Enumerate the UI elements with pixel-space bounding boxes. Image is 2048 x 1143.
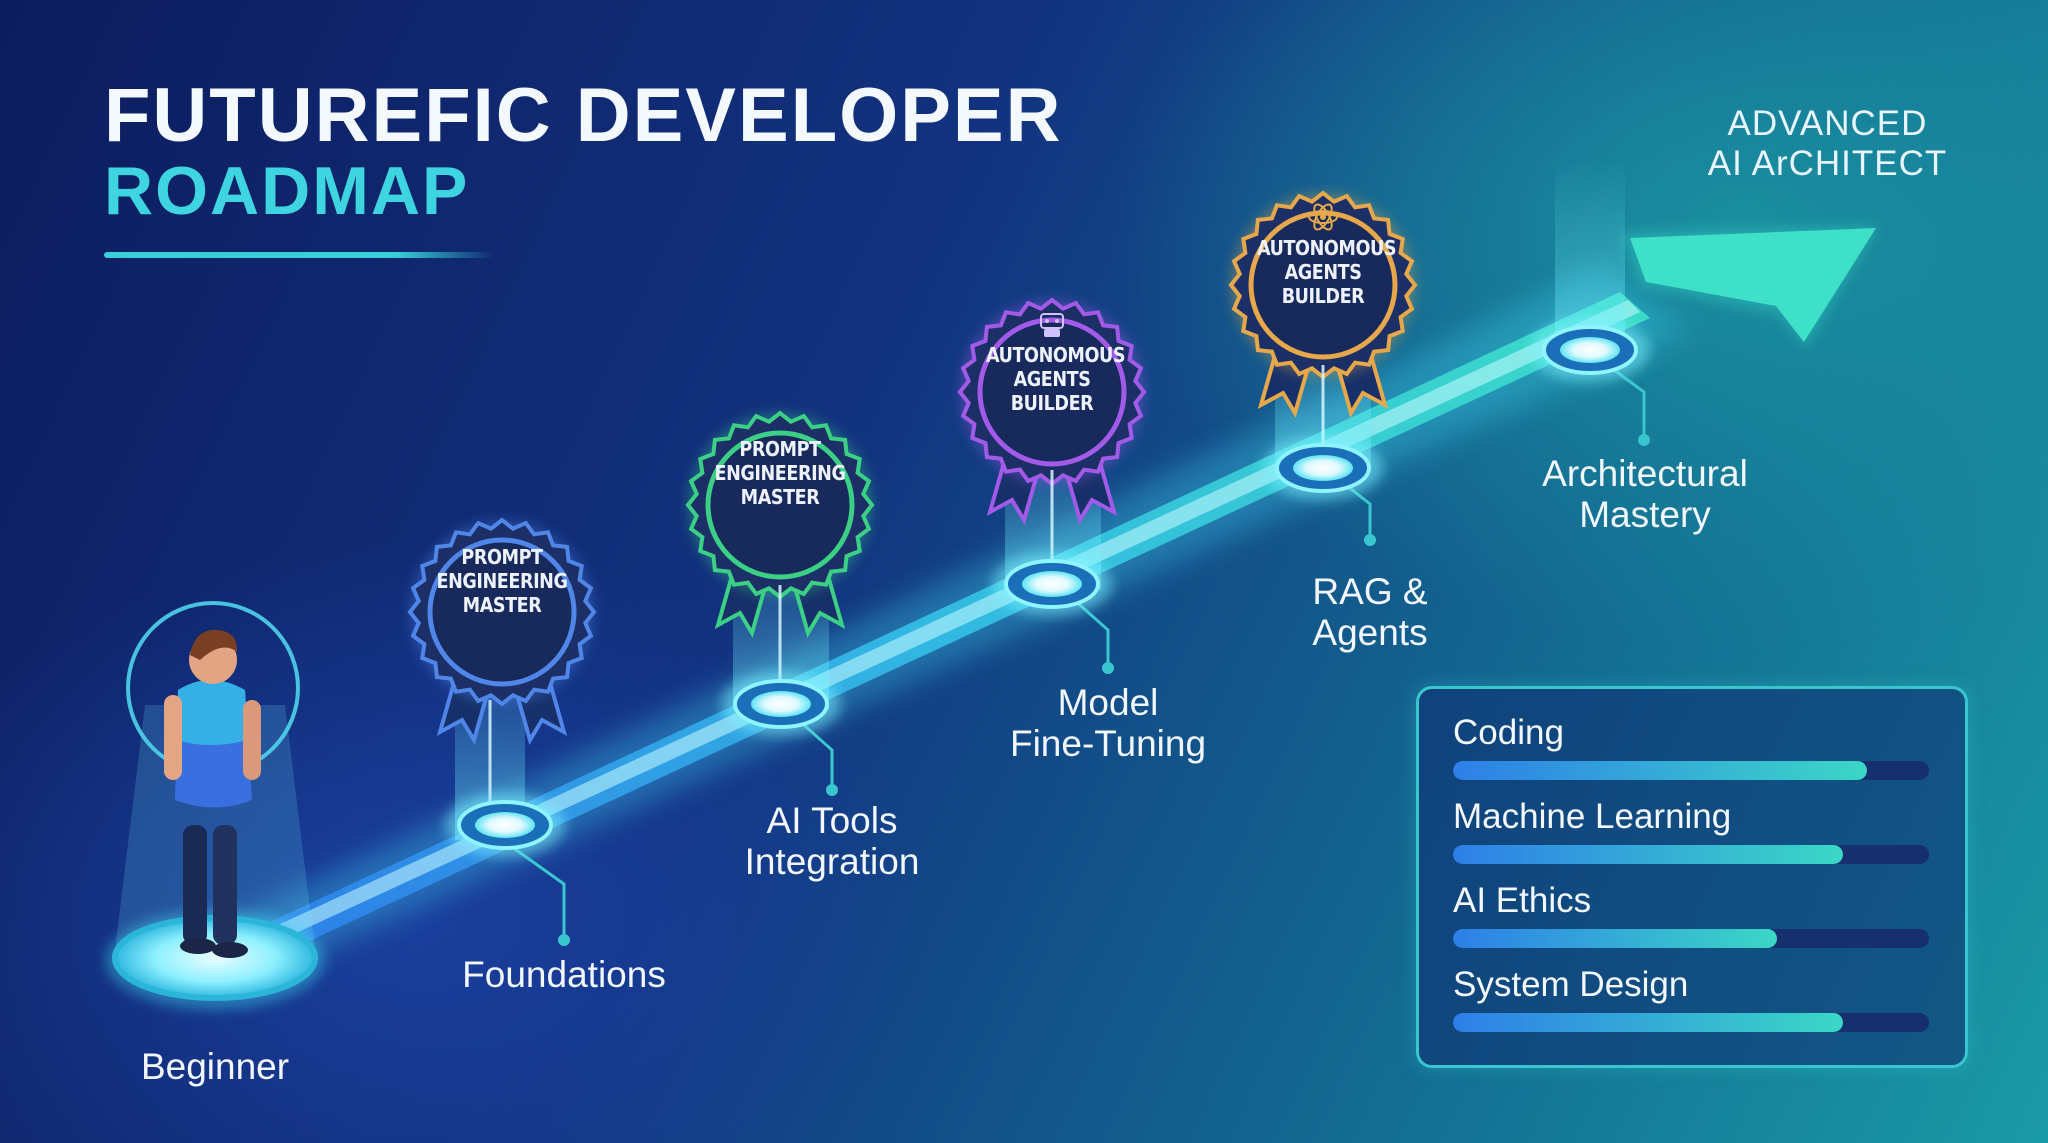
milestone-label-line: Architectural (1542, 453, 1748, 494)
page-subtitle: ROADMAP (104, 153, 470, 229)
milestone-label-line: Agents (1312, 612, 1428, 653)
badge-text-4: AUTONOMOUS AGENTS BUILDER (1257, 236, 1397, 308)
goal-line-1: ADVANCED (1727, 104, 1928, 143)
person-icon (164, 629, 261, 958)
milestone-label-rag-agents: RAG & Agents (1260, 571, 1480, 653)
goal-label: ADVANCED AI ArCHITECT (1690, 104, 1965, 184)
skill-name: AI Ethics (1453, 881, 1592, 920)
skill-name: System Design (1453, 965, 1689, 1004)
skill-row-system-design: System Design (1453, 965, 1929, 1032)
achievement-badge (407, 517, 597, 745)
title-underline (104, 252, 494, 258)
skill-name: Coding (1453, 713, 1564, 752)
badge-line: MASTER (462, 593, 542, 617)
achievement-badge (1228, 190, 1418, 418)
skill-row-coding: Coding (1453, 713, 1929, 780)
milestone-label-line: Model (1057, 682, 1159, 723)
page-title: FUTUREFIC DEVELOPER (104, 73, 1063, 158)
badge-inner-ring (977, 317, 1127, 467)
milestone-node (445, 793, 565, 857)
skill-progress-track (1453, 929, 1929, 948)
beginner-label: Beginner (115, 1046, 315, 1087)
goal-line-2: AI ArCHITECT (1707, 144, 1948, 183)
badge-inner-ring (1248, 210, 1398, 360)
badge-line: ENGINEERING (714, 461, 846, 485)
milestone-label-fine-tuning: Model Fine-Tuning (978, 682, 1238, 764)
badge-line: AGENTS (1013, 367, 1091, 391)
milestone-label-architectural-mastery: Architectural Mastery (1500, 453, 1790, 535)
milestone-node (1530, 318, 1650, 382)
badge-line: MASTER (740, 485, 820, 509)
milestone-label-line: Foundations (462, 954, 666, 995)
start-platform (115, 918, 315, 998)
badge-inner-ring (427, 537, 577, 687)
milestone-node (1263, 436, 1383, 500)
milestone-node (721, 672, 841, 736)
connector-dots (558, 434, 1650, 946)
milestone-label-line: RAG & (1312, 571, 1428, 612)
skill-progress-fill (1453, 929, 1777, 948)
beginner-text: Beginner (140, 1046, 290, 1087)
skill-progress-track (1453, 1013, 1929, 1032)
atom-icon (1308, 203, 1338, 231)
milestone-label-line: Mastery (1579, 494, 1711, 535)
skill-progress-fill (1453, 1013, 1844, 1032)
badge-line: ENGINEERING (436, 569, 568, 593)
milestone-label-foundations: Foundations (424, 954, 704, 995)
badge-text-1: PROMPT ENGINEERING MASTER (436, 545, 568, 617)
achievement-badge (957, 297, 1147, 525)
beginner-avatar-group (105, 601, 325, 1010)
milestone-label-line: Integration (744, 841, 920, 882)
milestone-label-line: Fine-Tuning (1009, 723, 1207, 764)
skill-progress-track (1453, 761, 1929, 780)
badge-line: PROMPT (461, 545, 543, 569)
badge-inner-ring (705, 430, 855, 580)
badge-line: AUTONOMOUS (1257, 236, 1397, 260)
badge-line: BUILDER (1010, 391, 1094, 415)
badge-line: BUILDER (1281, 284, 1365, 308)
skill-row-machine-learning: Machine Learning (1453, 797, 1929, 864)
badge-group (407, 190, 1418, 745)
milestone-node (992, 552, 1112, 616)
robot-icon (1040, 313, 1064, 337)
achievement-badge (685, 410, 875, 638)
milestone-nodes (445, 318, 1650, 857)
milestone-label-ai-tools: AI Tools Integration (702, 800, 962, 882)
badge-text-3: AUTONOMOUS AGENTS BUILDER (986, 343, 1126, 415)
arrow-head (1620, 226, 1878, 348)
badge-text-2: PROMPT ENGINEERING MASTER (714, 437, 846, 509)
skill-progress-track (1453, 845, 1929, 864)
skill-progress-fill (1453, 845, 1844, 864)
badge-line: AGENTS (1284, 260, 1362, 284)
skill-row-ai-ethics: AI Ethics (1453, 881, 1929, 948)
skill-progress-fill (1453, 761, 1868, 780)
badge-line: PROMPT (739, 437, 821, 461)
milestone-label-line: AI Tools (766, 800, 898, 841)
skill-name: Machine Learning (1453, 797, 1732, 836)
skills-panel: Coding Machine Learning AI Ethics System… (1416, 686, 1968, 1068)
badge-line: AUTONOMOUS (986, 343, 1126, 367)
